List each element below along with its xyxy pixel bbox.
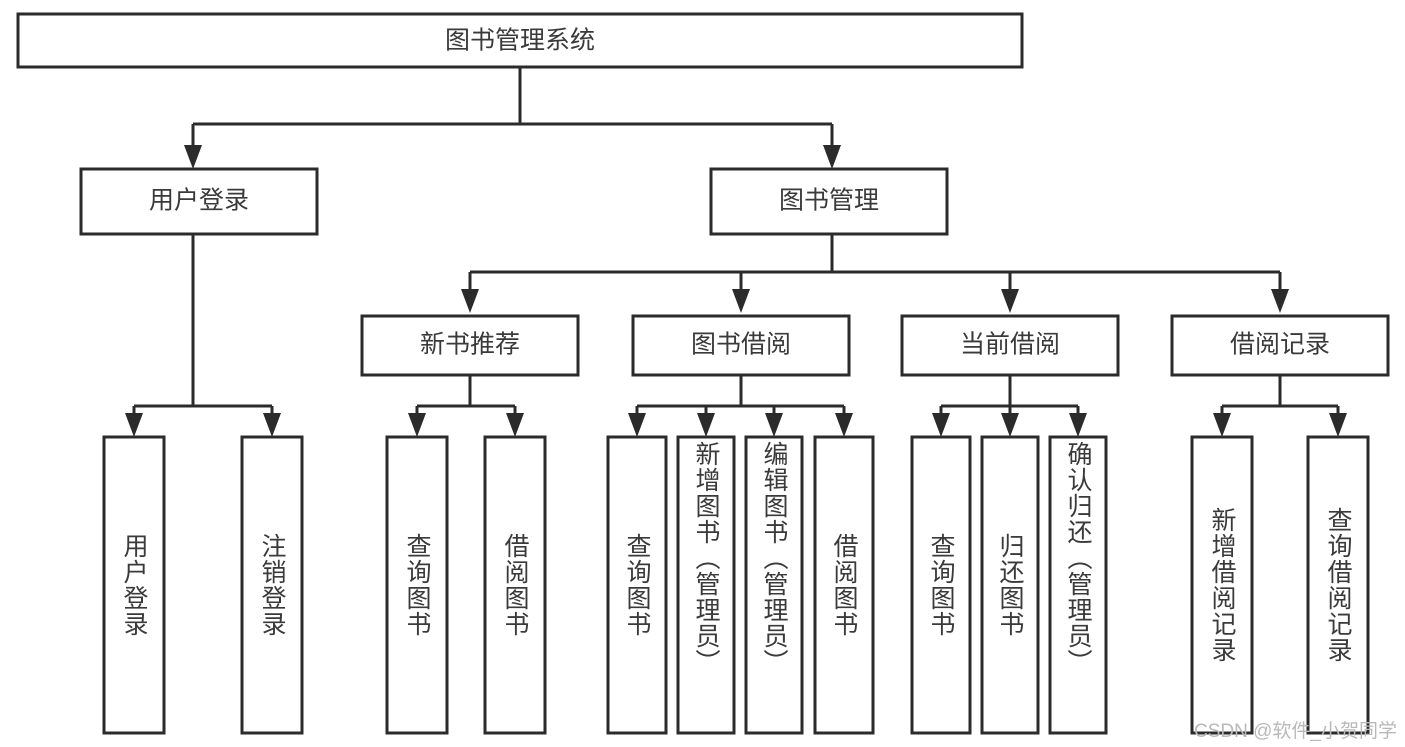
arrow-head-icon	[125, 413, 143, 437]
arrow-head-icon	[697, 413, 715, 437]
node-new-book-recommend-label: 新书推荐	[420, 331, 520, 359]
node-book-borrow-label: 图书借阅	[691, 331, 791, 359]
arrow-head-icon	[506, 413, 524, 437]
arrow-head-icon	[628, 413, 646, 437]
node-leaf-confirm-return[interactable]	[1048, 435, 1108, 735]
node-new-book-recommend[interactable]: 新书推荐	[360, 314, 580, 377]
node-borrow-record[interactable]: 借阅记录	[1170, 314, 1390, 377]
node-current-borrow[interactable]: 当前借阅	[900, 314, 1120, 377]
arrow-head-icon	[461, 289, 479, 313]
arrow-head-icon	[1001, 413, 1019, 437]
arrow-head-icon	[732, 289, 750, 313]
node-leaf-add-record[interactable]	[1190, 435, 1254, 735]
node-leaf-query-book-2[interactable]	[606, 435, 668, 735]
node-user-login-label: 用户登录	[149, 187, 249, 215]
connector-root-to-level2	[184, 67, 841, 169]
node-borrow-record-label: 借阅记录	[1230, 331, 1330, 359]
arrow-head-icon	[184, 145, 202, 169]
arrow-head-icon	[1069, 413, 1087, 437]
arrow-head-icon	[932, 413, 950, 437]
node-leaf-query-book-1[interactable]	[385, 435, 449, 735]
connector-bookmanage-to-level3	[461, 234, 1289, 313]
node-book-manage[interactable]: 图书管理	[709, 167, 949, 236]
node-current-borrow-label: 当前借阅	[960, 331, 1060, 359]
arrow-head-icon	[765, 413, 783, 437]
node-leaf-edit-book[interactable]	[744, 435, 804, 735]
connector-bookborrow-to-leaves	[628, 375, 853, 437]
node-root[interactable]: 图书管理系统	[16, 12, 1024, 69]
node-leaf-logout-login[interactable]	[240, 435, 304, 735]
node-book-borrow[interactable]: 图书借阅	[631, 314, 851, 377]
arrow-head-icon	[1329, 413, 1347, 437]
node-book-manage-label: 图书管理	[779, 187, 879, 215]
arrow-head-icon	[263, 413, 281, 437]
arrow-head-icon	[835, 413, 853, 437]
node-user-login[interactable]: 用户登录	[79, 167, 319, 236]
connector-borrowrecord-to-leaves	[1213, 375, 1347, 437]
node-leaf-query-book-3[interactable]	[910, 435, 972, 735]
node-leaf-user-login[interactable]	[102, 435, 166, 735]
arrow-head-icon	[1271, 289, 1289, 313]
node-leaf-query-record[interactable]	[1306, 435, 1370, 735]
node-leaf-return-book[interactable]	[980, 435, 1040, 735]
node-root-label: 图书管理系统	[445, 27, 595, 55]
connector-userlogin-to-leaves	[125, 234, 281, 437]
node-leaf-borrow-book-2[interactable]	[813, 435, 875, 735]
node-leaf-add-book[interactable]	[676, 435, 736, 735]
arrow-head-icon	[1213, 413, 1231, 437]
connector-currentborrow-to-leaves	[932, 375, 1087, 437]
arrow-head-icon	[823, 145, 841, 169]
connector-newbook-to-leaves	[408, 375, 524, 437]
arrow-head-icon	[1001, 289, 1019, 313]
arrow-head-icon	[408, 413, 426, 437]
node-leaf-borrow-book-1[interactable]	[483, 435, 547, 735]
